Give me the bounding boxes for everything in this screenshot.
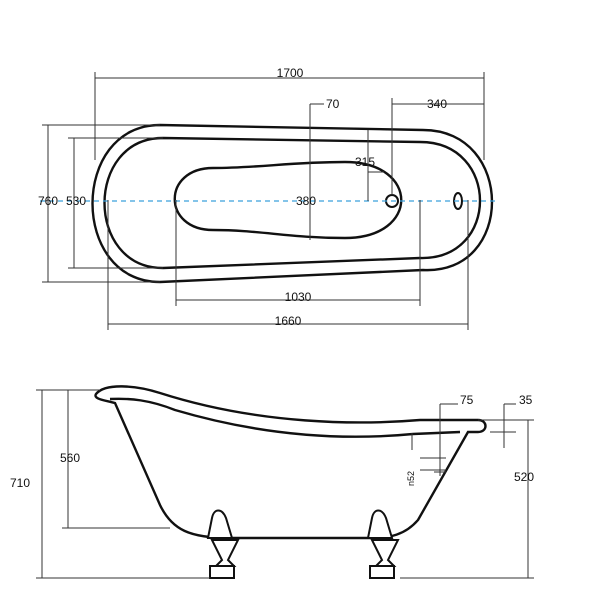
dim-inner-width-label: 530: [66, 194, 86, 208]
dim-drain-height: 520: [400, 419, 534, 579]
tub-outer-outline: [91, 123, 494, 284]
left-foot: [206, 509, 240, 579]
dim-overflow-label: 35: [519, 393, 533, 407]
dim-head-height: 560: [60, 390, 170, 529]
tub-side-outline: [94, 385, 487, 540]
dim-overall-width-label: 760: [38, 194, 58, 208]
tub-inner-outline: [103, 136, 481, 270]
dim-total-height: 710: [10, 389, 210, 579]
dim-drain-depth: 315: [355, 130, 384, 201]
dim-drain-offset: 340: [391, 97, 484, 195]
dim-inner-width: 530: [66, 137, 163, 269]
dim-basin-width-label: 380: [296, 194, 316, 208]
dim-rim-length: 1660: [107, 200, 469, 330]
top-view: 1700 70 340 315 760: [38, 66, 496, 330]
dim-basin-length-label: 1030: [285, 290, 312, 304]
dim-drain-depth-label: 315: [355, 155, 375, 169]
dim-basin-length: 1030: [175, 200, 421, 306]
dim-basin-width: 380: [296, 162, 316, 238]
dim-drain-height-label: 520: [514, 470, 534, 484]
dim-drain-diameter: n52: [406, 452, 446, 486]
dim-rim-thickness-label: 75: [460, 393, 474, 407]
dim-overall-length-label: 1700: [277, 66, 304, 80]
dim-head-height-label: 560: [60, 451, 80, 465]
dim-overall-width: 760: [38, 124, 160, 283]
tub-side-inner-rim: [109, 397, 461, 438]
dim-inner-offset-label: 70: [326, 97, 340, 111]
dim-drain-diameter-label: n52: [406, 471, 416, 486]
dim-inner-offset: 70: [309, 97, 340, 240]
right-foot: [366, 509, 400, 579]
dim-drain-offset-label: 340: [427, 97, 447, 111]
dim-rim-length-label: 1660: [275, 314, 302, 328]
dim-total-height-label: 710: [10, 476, 30, 490]
dim-overall-length: 1700: [94, 66, 485, 160]
tub-basin-outline: [173, 160, 403, 240]
side-view: 710 560 75 35 n52: [10, 385, 534, 579]
